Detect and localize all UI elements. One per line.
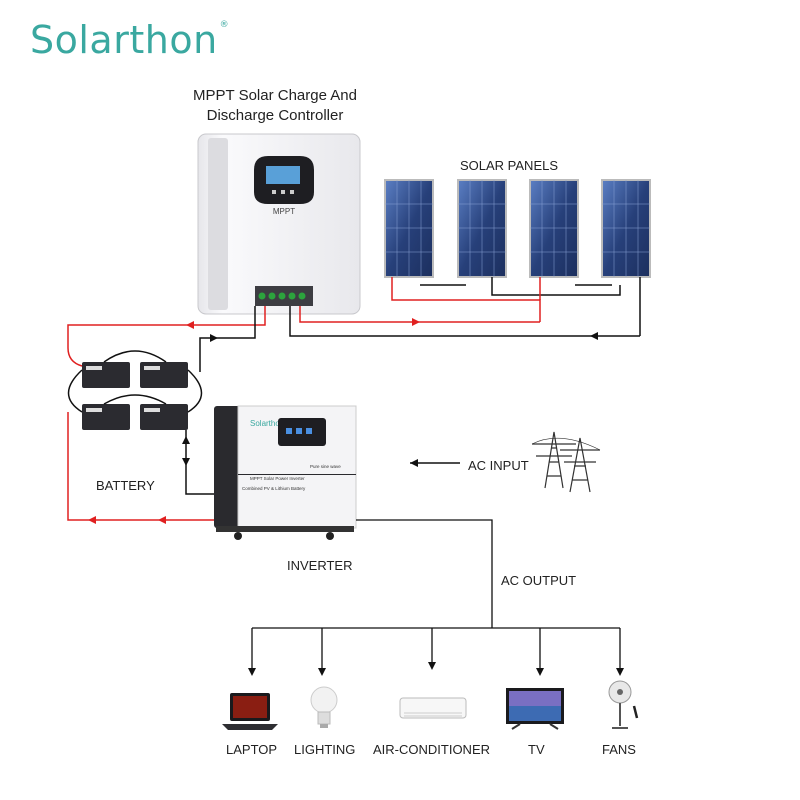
battery-inverter-wiring <box>67 412 215 524</box>
ac-input-label: AC INPUT <box>468 458 529 473</box>
load-label-tv: TV <box>528 742 545 757</box>
inverter-label: INVERTER <box>287 558 353 573</box>
ac-output-arrows <box>248 662 624 676</box>
air-conditioner-icon <box>399 697 467 719</box>
inverter-model: MPPT Solar Power Inverter <box>250 476 305 481</box>
battery-4 <box>140 404 188 430</box>
inverter-wave: Pure sine wave <box>310 464 341 469</box>
battery-label: BATTERY <box>96 478 155 493</box>
mppt-controller: MPPT <box>197 133 361 315</box>
controller-badge: MPPT <box>273 207 295 216</box>
solar-panel-1 <box>384 179 434 278</box>
controller-battery-wiring <box>67 306 266 372</box>
controller-title-line1: MPPT Solar Charge And <box>193 87 357 104</box>
controller-title-line2: Discharge Controller <box>206 107 344 124</box>
solar-panels-label: SOLAR PANELS <box>460 158 559 173</box>
ac-output-wiring <box>251 519 621 668</box>
inverter-unit: Solarthon MPPT Solar Power Inverter Pure… <box>214 405 357 540</box>
solar-panel-3 <box>529 179 579 278</box>
brand-logo: Solarthon® <box>30 18 229 62</box>
inverter-tagline: Combined PV & Lithium Battery <box>242 486 306 491</box>
laptop-icon <box>222 693 278 730</box>
brand-name: Solarthon <box>30 18 218 62</box>
controller-lcd <box>266 166 300 184</box>
load-label-fans: FANS <box>602 742 636 757</box>
battery-1 <box>82 362 130 388</box>
fan-icon <box>608 680 639 729</box>
solar-panel-2 <box>457 179 507 278</box>
inverter-brand: Solarthon <box>250 419 284 428</box>
load-label-lighting: LIGHTING <box>294 742 356 757</box>
registered-mark: ® <box>219 20 230 30</box>
controller-pv-wiring <box>289 306 640 340</box>
load-label-laptop: LAPTOP <box>226 742 278 757</box>
ac-output-label: AC OUTPUT <box>501 573 577 588</box>
battery-bank <box>67 347 203 430</box>
controller-title: MPPT Solar Charge And Discharge Controll… <box>170 86 380 126</box>
load-label-air-conditioner: AIR-CONDITIONER <box>373 742 490 757</box>
ac-input-arrow <box>410 459 418 467</box>
tv-icon <box>506 688 564 730</box>
battery-3 <box>82 404 130 430</box>
panel-wiring <box>391 277 641 336</box>
bulb-icon <box>310 686 338 728</box>
battery-2 <box>140 362 188 388</box>
solar-panel-4 <box>601 179 651 278</box>
power-tower-icon <box>531 431 601 493</box>
